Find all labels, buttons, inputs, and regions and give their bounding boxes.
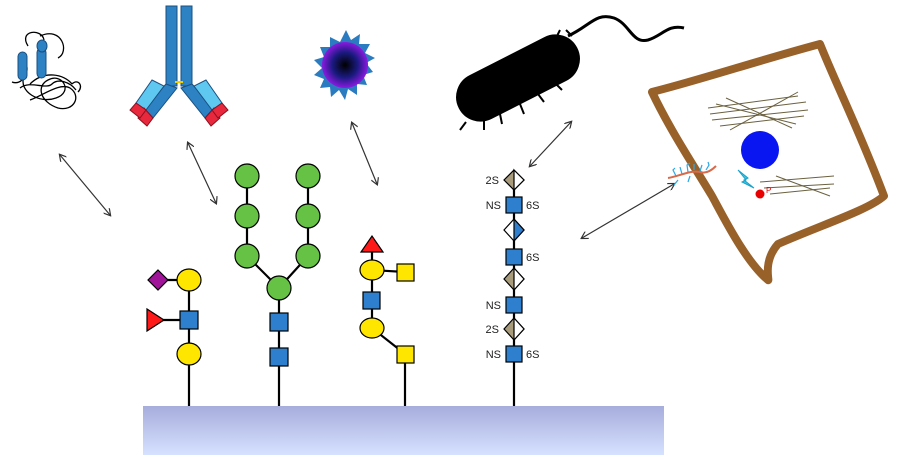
glcns-square xyxy=(505,196,523,214)
mannose-circle xyxy=(234,163,260,189)
iduronic-acid-half xyxy=(513,266,525,292)
fucose-triangle xyxy=(359,234,385,253)
iduronic-acid-half xyxy=(513,168,525,192)
arrow-cell xyxy=(582,184,674,238)
arrow-antibody xyxy=(188,143,216,203)
sulfation-label: NS xyxy=(486,300,501,312)
mannose-circle xyxy=(234,243,260,269)
arrow-virus xyxy=(352,123,377,184)
receptor-glycans xyxy=(672,161,710,186)
glcns-square xyxy=(505,345,523,363)
sulfation-label: 2S xyxy=(486,324,499,336)
glcnac-square xyxy=(505,248,523,266)
mannose-circle xyxy=(266,275,292,301)
mannose-circle xyxy=(295,203,321,229)
glycan-2-high-mannose xyxy=(234,163,321,406)
mammalian-cell-icon: P xyxy=(648,40,888,285)
cytoskeleton-fibers xyxy=(707,91,835,197)
fucose-triangle xyxy=(146,307,166,333)
sulfation-label: 6S xyxy=(526,252,539,264)
glycan-4-heparan-sulfate: 2S NS 6S 6S NS 2S NS 6S xyxy=(486,168,539,406)
glcnac-square xyxy=(269,312,289,332)
galnac-square xyxy=(396,263,415,282)
mannose-circle xyxy=(234,203,260,229)
sialic-acid-diamond xyxy=(147,269,169,291)
nucleus xyxy=(741,131,779,169)
mannose-circle xyxy=(295,243,321,269)
iduronic-acid-half xyxy=(513,316,525,342)
glycan-1-sialyl-fucosyl xyxy=(146,268,202,406)
virus-icon xyxy=(314,30,375,100)
glcnac-square xyxy=(179,310,199,330)
galactose-circle xyxy=(359,259,385,281)
arrow-protein xyxy=(60,155,110,215)
sulfation-label: 6S xyxy=(526,349,539,361)
sulfation-label: NS xyxy=(486,200,501,212)
antibody-icon xyxy=(129,5,229,127)
signal-bolt xyxy=(737,169,755,189)
sulfation-label: 2S xyxy=(486,175,499,187)
mannose-circle xyxy=(295,163,321,189)
arrow-bacterium xyxy=(530,122,571,166)
sulfation-label: 6S xyxy=(526,200,539,212)
galnac-square xyxy=(396,345,415,364)
glcns-square xyxy=(505,296,523,314)
glucuronic-acid-half xyxy=(513,217,525,243)
phospho-dot xyxy=(755,189,765,199)
glycan-3-o-glycan xyxy=(359,234,415,406)
glcnac-square xyxy=(269,347,289,367)
surface-receptor xyxy=(667,165,717,179)
glcnac-square xyxy=(362,291,381,310)
galactose-circle xyxy=(176,268,202,292)
galactose-circle xyxy=(359,317,385,339)
bacterium-icon xyxy=(456,15,685,131)
phospho-label: P xyxy=(766,186,771,195)
interaction-arrows xyxy=(60,122,674,238)
cell-surface xyxy=(143,406,664,455)
folded-protein-icon xyxy=(11,31,82,110)
sulfation-label: NS xyxy=(486,349,501,361)
galactose-circle xyxy=(176,342,202,366)
